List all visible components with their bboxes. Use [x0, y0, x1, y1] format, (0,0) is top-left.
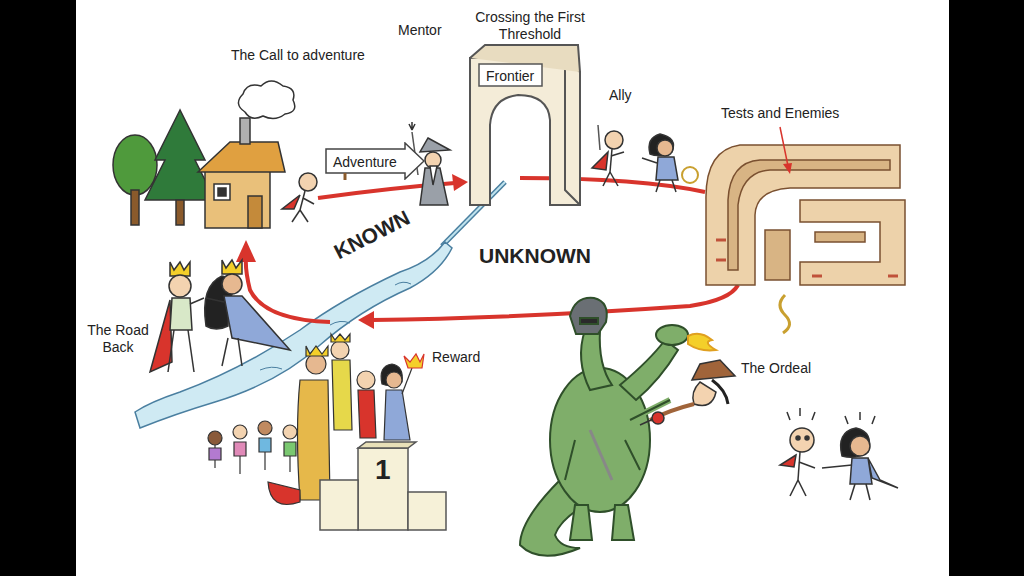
- region-label: KNOWN: [330, 205, 414, 265]
- stage-label: Reward: [432, 349, 480, 366]
- stage-label: The Road Back: [82, 322, 154, 356]
- ally-figures: [592, 125, 698, 192]
- side-bar: [949, 0, 1024, 576]
- adventure-sign: Adventure: [325, 142, 425, 180]
- stage-label: Crossing the First Threshold: [464, 9, 596, 43]
- sign-text: Frontier: [486, 68, 534, 84]
- node-outline: [318, 440, 448, 532]
- king-figures: [150, 260, 290, 372]
- cycle-arrows: [246, 178, 738, 322]
- stage-label: Mentor: [398, 22, 442, 39]
- stage-label: The Ordeal: [741, 360, 811, 377]
- frontier-sign: Frontier: [478, 63, 543, 87]
- house: [113, 81, 295, 228]
- side-bar: [0, 0, 76, 576]
- maze: [706, 145, 905, 333]
- hero-figure: [282, 173, 317, 222]
- stage-label: The Call to adventure: [231, 47, 365, 64]
- region-label: UNKNOWN: [479, 243, 591, 268]
- stage-label: Tests and Enemies: [721, 105, 839, 122]
- ordeal-hero: [640, 360, 735, 425]
- winner-podium: 1: [318, 440, 448, 532]
- dragon: [520, 298, 716, 556]
- stage-label: Ally: [609, 87, 632, 104]
- sign-text: Adventure: [333, 154, 397, 170]
- threshold-arch: [470, 45, 580, 205]
- leader-arrow: [780, 127, 792, 174]
- scared-figures: [780, 408, 898, 500]
- place-number: 1: [375, 454, 391, 486]
